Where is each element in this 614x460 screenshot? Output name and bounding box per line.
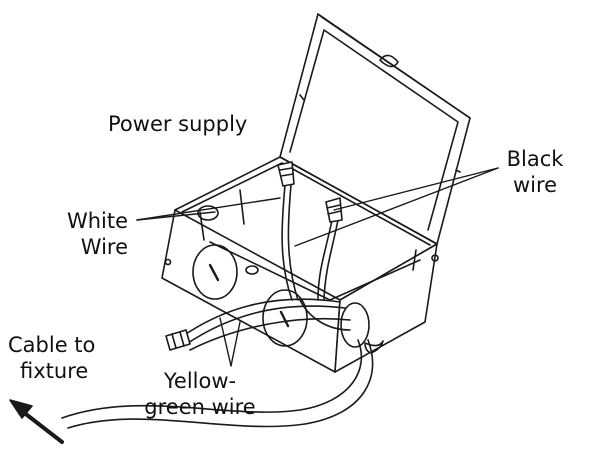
- box-lid: [279, 13, 471, 245]
- label-power-supply: Power supply: [108, 112, 248, 136]
- label-yellow-green-line2: green wire: [144, 395, 256, 419]
- label-white-wire: White Wire: [56, 208, 128, 260]
- arrow-icon: [9, 399, 64, 444]
- label-white-wire-line2: Wire: [80, 235, 128, 259]
- box-body: [161, 156, 439, 373]
- label-black-wire: Black wire: [500, 146, 570, 198]
- external-wires: [61, 298, 374, 429]
- label-white-wire-line1: White: [66, 209, 128, 233]
- label-black-wire-line2: wire: [512, 173, 558, 197]
- label-yellow-green-line1: Yellow-: [163, 369, 237, 393]
- label-black-wire-line1: Black: [506, 147, 564, 171]
- leader-lines: [136, 167, 499, 367]
- label-cable-to-fixture: Cable to fixture: [8, 332, 95, 384]
- label-cable-line1: Cable to: [8, 333, 96, 357]
- label-yellow-green-wire: Yellow- green wire: [140, 368, 260, 420]
- label-cable-line2: fixture: [20, 359, 89, 383]
